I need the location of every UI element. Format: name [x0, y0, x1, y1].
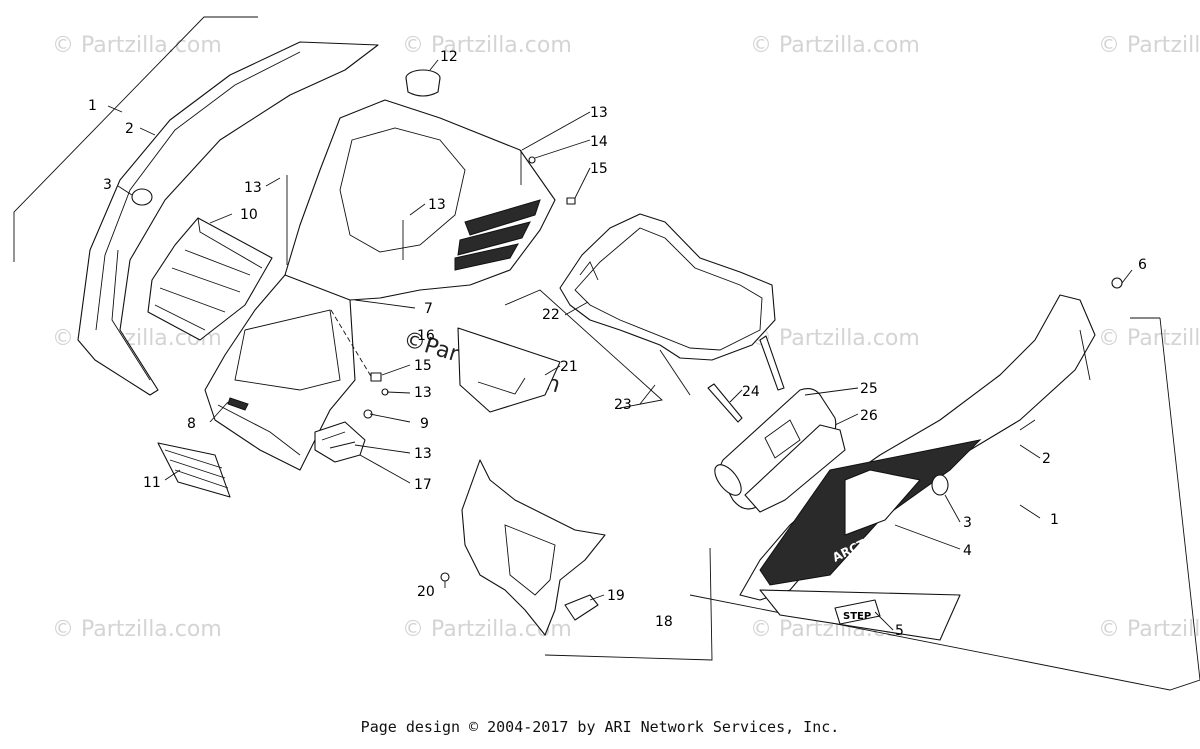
callout-label: 1 [88, 98, 97, 114]
watermark: © Partzilla.com [750, 33, 920, 58]
fasteners [286, 150, 576, 419]
mesh-grille [157, 442, 231, 498]
callout-label: 16 [417, 328, 435, 344]
callout-label: 2 [125, 121, 134, 137]
watermark: © Partzilla.com [1098, 33, 1200, 58]
callout-label: 3 [963, 515, 972, 531]
callout-label: 24 [742, 384, 760, 400]
callout-label: 1 [1050, 512, 1059, 528]
callout-label: 8 [187, 416, 196, 432]
callout-label: 10 [240, 207, 258, 223]
callout-label: 6 [1138, 257, 1147, 273]
watermark: © Partzilla.com [1098, 617, 1200, 642]
rivet [1111, 269, 1133, 289]
callout-label: 21 [560, 359, 578, 375]
callout-leaders [107, 105, 1041, 631]
bracket [314, 421, 366, 463]
callout-label: 13 [428, 197, 446, 213]
callout-label: 20 [417, 584, 435, 600]
callout-label: 25 [860, 381, 878, 397]
callout-label: 4 [963, 543, 972, 559]
callout-label: 13 [414, 385, 432, 401]
callout-label: 18 [655, 614, 673, 630]
callout-label: 3 [103, 177, 112, 193]
watermark: © Partzilla.com [1098, 326, 1200, 351]
callout-label: 17 [414, 477, 432, 493]
reference-lines [504, 289, 691, 409]
callout-label: 19 [607, 588, 625, 604]
callout-label: 12 [440, 49, 458, 65]
windshield [457, 327, 561, 413]
watermark: © Partzilla.com [52, 33, 222, 58]
watermark: © Partzilla.com [750, 326, 920, 351]
callout-label: 9 [420, 416, 429, 432]
strap [707, 335, 785, 423]
callout-label: 14 [590, 134, 608, 150]
fuel-bottle [714, 388, 846, 513]
boot [405, 59, 441, 97]
watermark: © Partzilla.com [52, 617, 222, 642]
callout-label: 13 [590, 105, 608, 121]
lower-guard [440, 459, 713, 661]
callout-label: 15 [414, 358, 432, 374]
left-side-panel [13, 16, 379, 396]
right-side-panel: ARCTIC CAT STEP [689, 294, 1200, 691]
hood-assembly [204, 99, 556, 471]
callout-label: 15 [590, 161, 608, 177]
callout-label: 26 [860, 408, 878, 424]
callout-label: 13 [244, 180, 262, 196]
callout-label: 22 [542, 307, 560, 323]
watermark: © Partzilla.com [402, 33, 572, 58]
callout-label: 13 [414, 446, 432, 462]
callout-label: 2 [1042, 451, 1051, 467]
footer-copyright: Page design © 2004-2017 by ARI Network S… [360, 718, 840, 736]
intake-grille [147, 217, 273, 341]
callout-label: 23 [614, 397, 632, 413]
callout-labels: 1 2 3 10 12 13 13 13 14 15 7 16 15 13 9 … [88, 49, 1147, 639]
storage-tray [559, 213, 776, 361]
callout-label: 7 [424, 301, 433, 317]
callout-label: 5 [895, 623, 904, 639]
callout-label: 11 [143, 475, 161, 491]
model-decal-text: STEP [843, 611, 871, 622]
